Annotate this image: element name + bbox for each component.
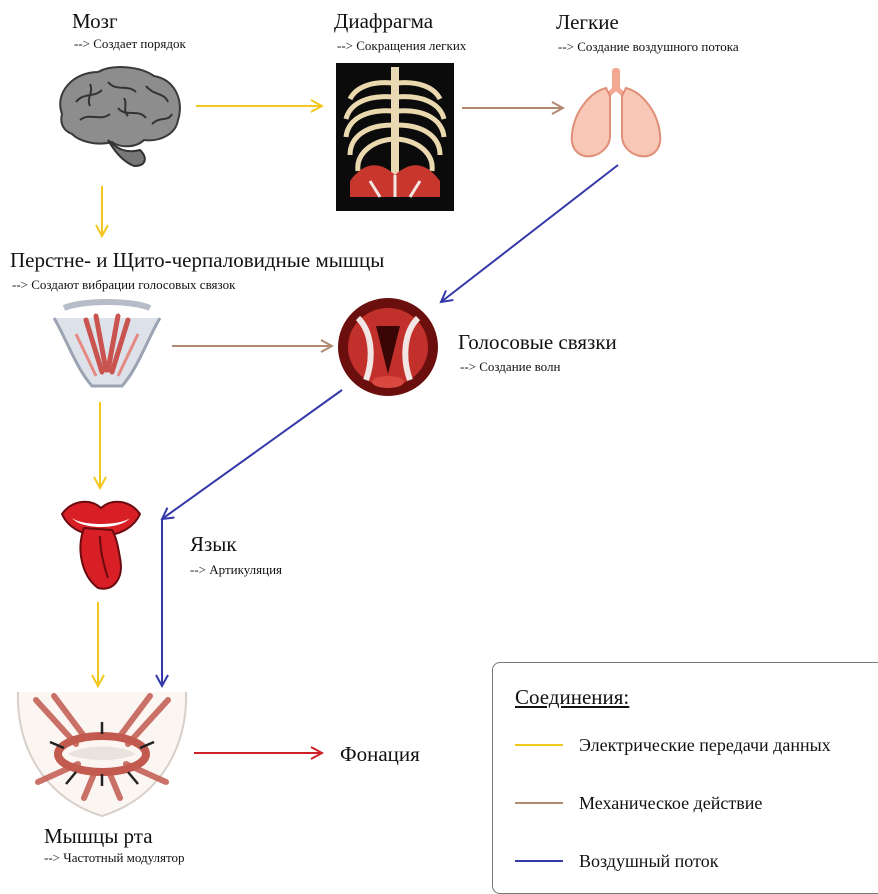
legend-item-airflow: Воздушный поток — [513, 849, 878, 873]
legend-item-mechanical: Механическое действие — [513, 791, 878, 815]
legend-label-electric: Электрические передачи данных — [579, 735, 831, 756]
lungs-subtitle: --> Создание воздушного потока — [558, 40, 739, 53]
diaphragm-subtitle: --> Сокращения легких — [337, 39, 466, 52]
legend-item-electric: Электрические передачи данных — [513, 733, 878, 757]
brain-title: Мозг — [72, 11, 118, 32]
diaphragm-title: Диафрагма — [334, 11, 433, 32]
mouth-subtitle: --> Частотный модулятор — [44, 851, 185, 864]
vocal-cords-title: Голосовые связки — [458, 332, 617, 353]
mouth-title: Мышцы рта — [44, 826, 153, 847]
legend-title: Соединения: — [515, 685, 629, 710]
tongue-icon — [58, 496, 144, 592]
phonation-label: Фонация — [340, 742, 420, 767]
brain-icon — [50, 62, 186, 170]
larynx-muscles-icon — [46, 298, 168, 394]
arrow-vocal-cords-to-tongue — [162, 390, 342, 519]
ribcage-icon — [336, 63, 454, 211]
vocal-cords-subtitle: --> Создание волн — [460, 360, 560, 373]
legend-label-airflow: Воздушный поток — [579, 851, 718, 872]
vocal-cords-icon — [336, 296, 440, 398]
muscles-title: Перстне- и Щито-черпаловидные мышцы — [10, 250, 384, 271]
brain-subtitle: --> Создает порядок — [74, 37, 186, 50]
legend-swatch-airflow — [515, 860, 563, 862]
lungs-icon — [566, 66, 666, 162]
mouth-muscles-icon — [14, 686, 190, 820]
tongue-title: Язык — [190, 534, 237, 555]
legend-label-mechanical: Механическое действие — [579, 793, 762, 814]
tongue-subtitle: --> Артикуляция — [190, 563, 282, 576]
lungs-title: Легкие — [556, 12, 619, 33]
legend-swatch-mechanical — [515, 802, 563, 804]
legend-swatch-electric — [515, 744, 563, 746]
legend: Соединения: Электрические передачи данны… — [492, 662, 878, 894]
muscles-subtitle: --> Создают вибрации голосовых связок — [12, 278, 235, 291]
arrow-lungs-to-vocal-cords — [441, 165, 618, 302]
